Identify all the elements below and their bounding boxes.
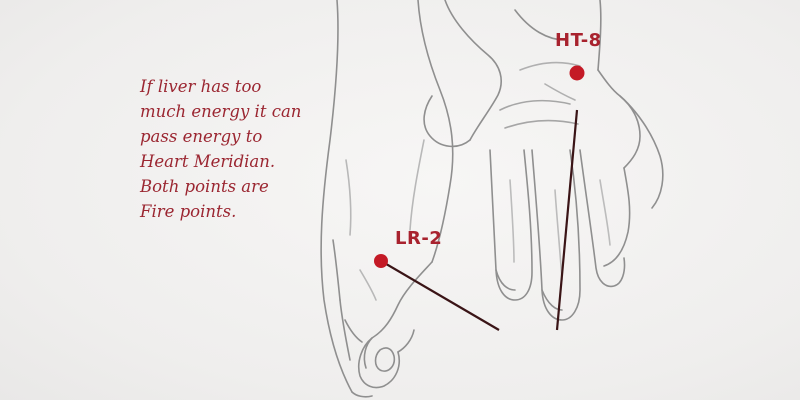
ht8-point-dot (569, 65, 585, 81)
hand-sketch-icon (423, 0, 664, 321)
note-line: Fire points. (140, 202, 237, 221)
explanation-note: If liver has too much energy it can pass… (140, 74, 315, 224)
note-line: If liver has too (140, 77, 262, 96)
note-line: much energy it can (140, 102, 302, 121)
leader-line-lr2 (380, 260, 500, 331)
note-line: Both points are (140, 177, 269, 196)
foot-sketch-icon (320, 0, 454, 398)
ht8-label: HT-8 (555, 30, 602, 51)
note-line: pass energy to (140, 127, 263, 146)
lr2-label: LR-2 (395, 228, 443, 249)
lr2-point-dot (374, 254, 388, 268)
leader-line-ht8 (555, 109, 579, 331)
note-line: Heart Meridian. (140, 152, 276, 171)
